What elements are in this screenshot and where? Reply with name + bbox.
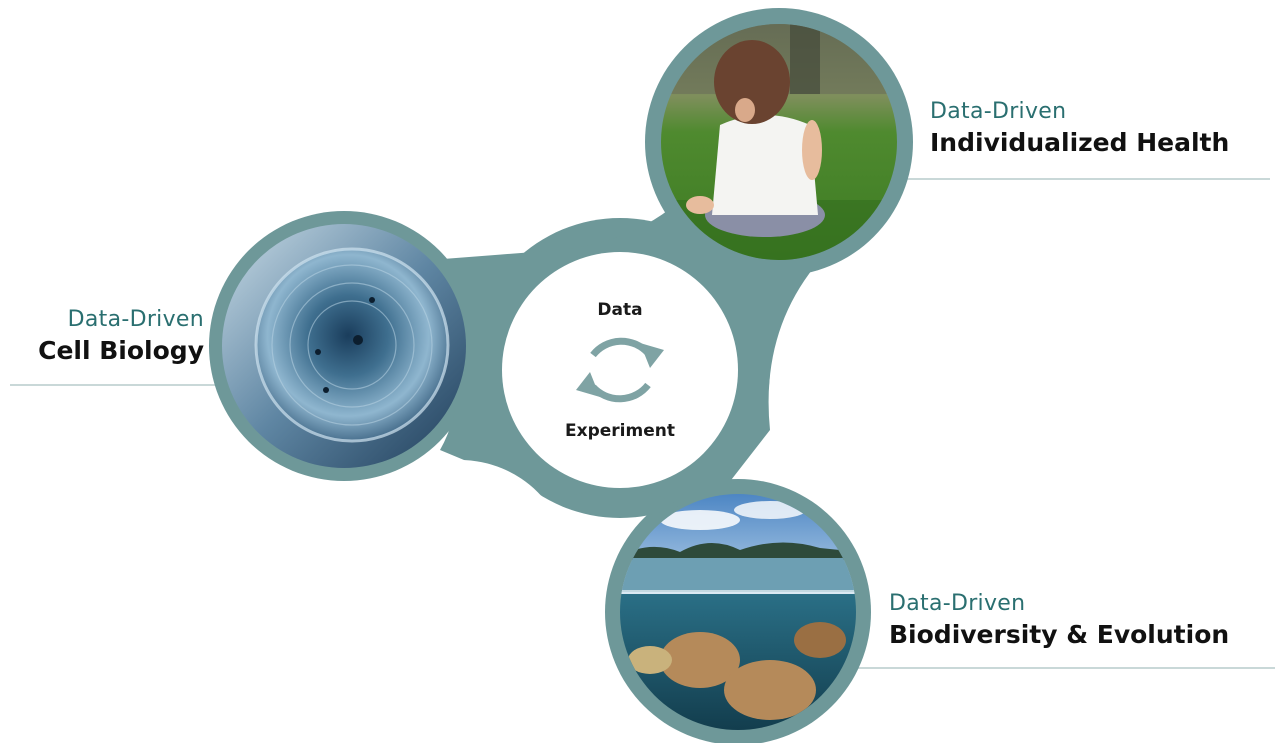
cell-prefix: Data-Driven (67, 307, 204, 332)
cell-label: Data-Driven Cell Biology (38, 306, 204, 368)
biodiversity-label: Data-Driven Biodiversity & Evolution (889, 590, 1229, 652)
health-prefix: Data-Driven (930, 99, 1067, 124)
lobe-waist-cutouts (350, 35, 1035, 680)
center-circle (502, 252, 738, 488)
health-label: Data-Driven Individualized Health (930, 98, 1229, 160)
center-bottom-label: Experiment (565, 421, 675, 441)
biodiversity-title: Biodiversity & Evolution (889, 620, 1230, 649)
health-title: Individualized Health (930, 128, 1230, 157)
cell-title: Cell Biology (38, 336, 204, 365)
center-top-label: Data (597, 300, 643, 320)
cycle-arrowheads (576, 343, 664, 397)
biodiversity-prefix: Data-Driven (889, 591, 1026, 616)
cell-microscopy-image (222, 224, 466, 468)
